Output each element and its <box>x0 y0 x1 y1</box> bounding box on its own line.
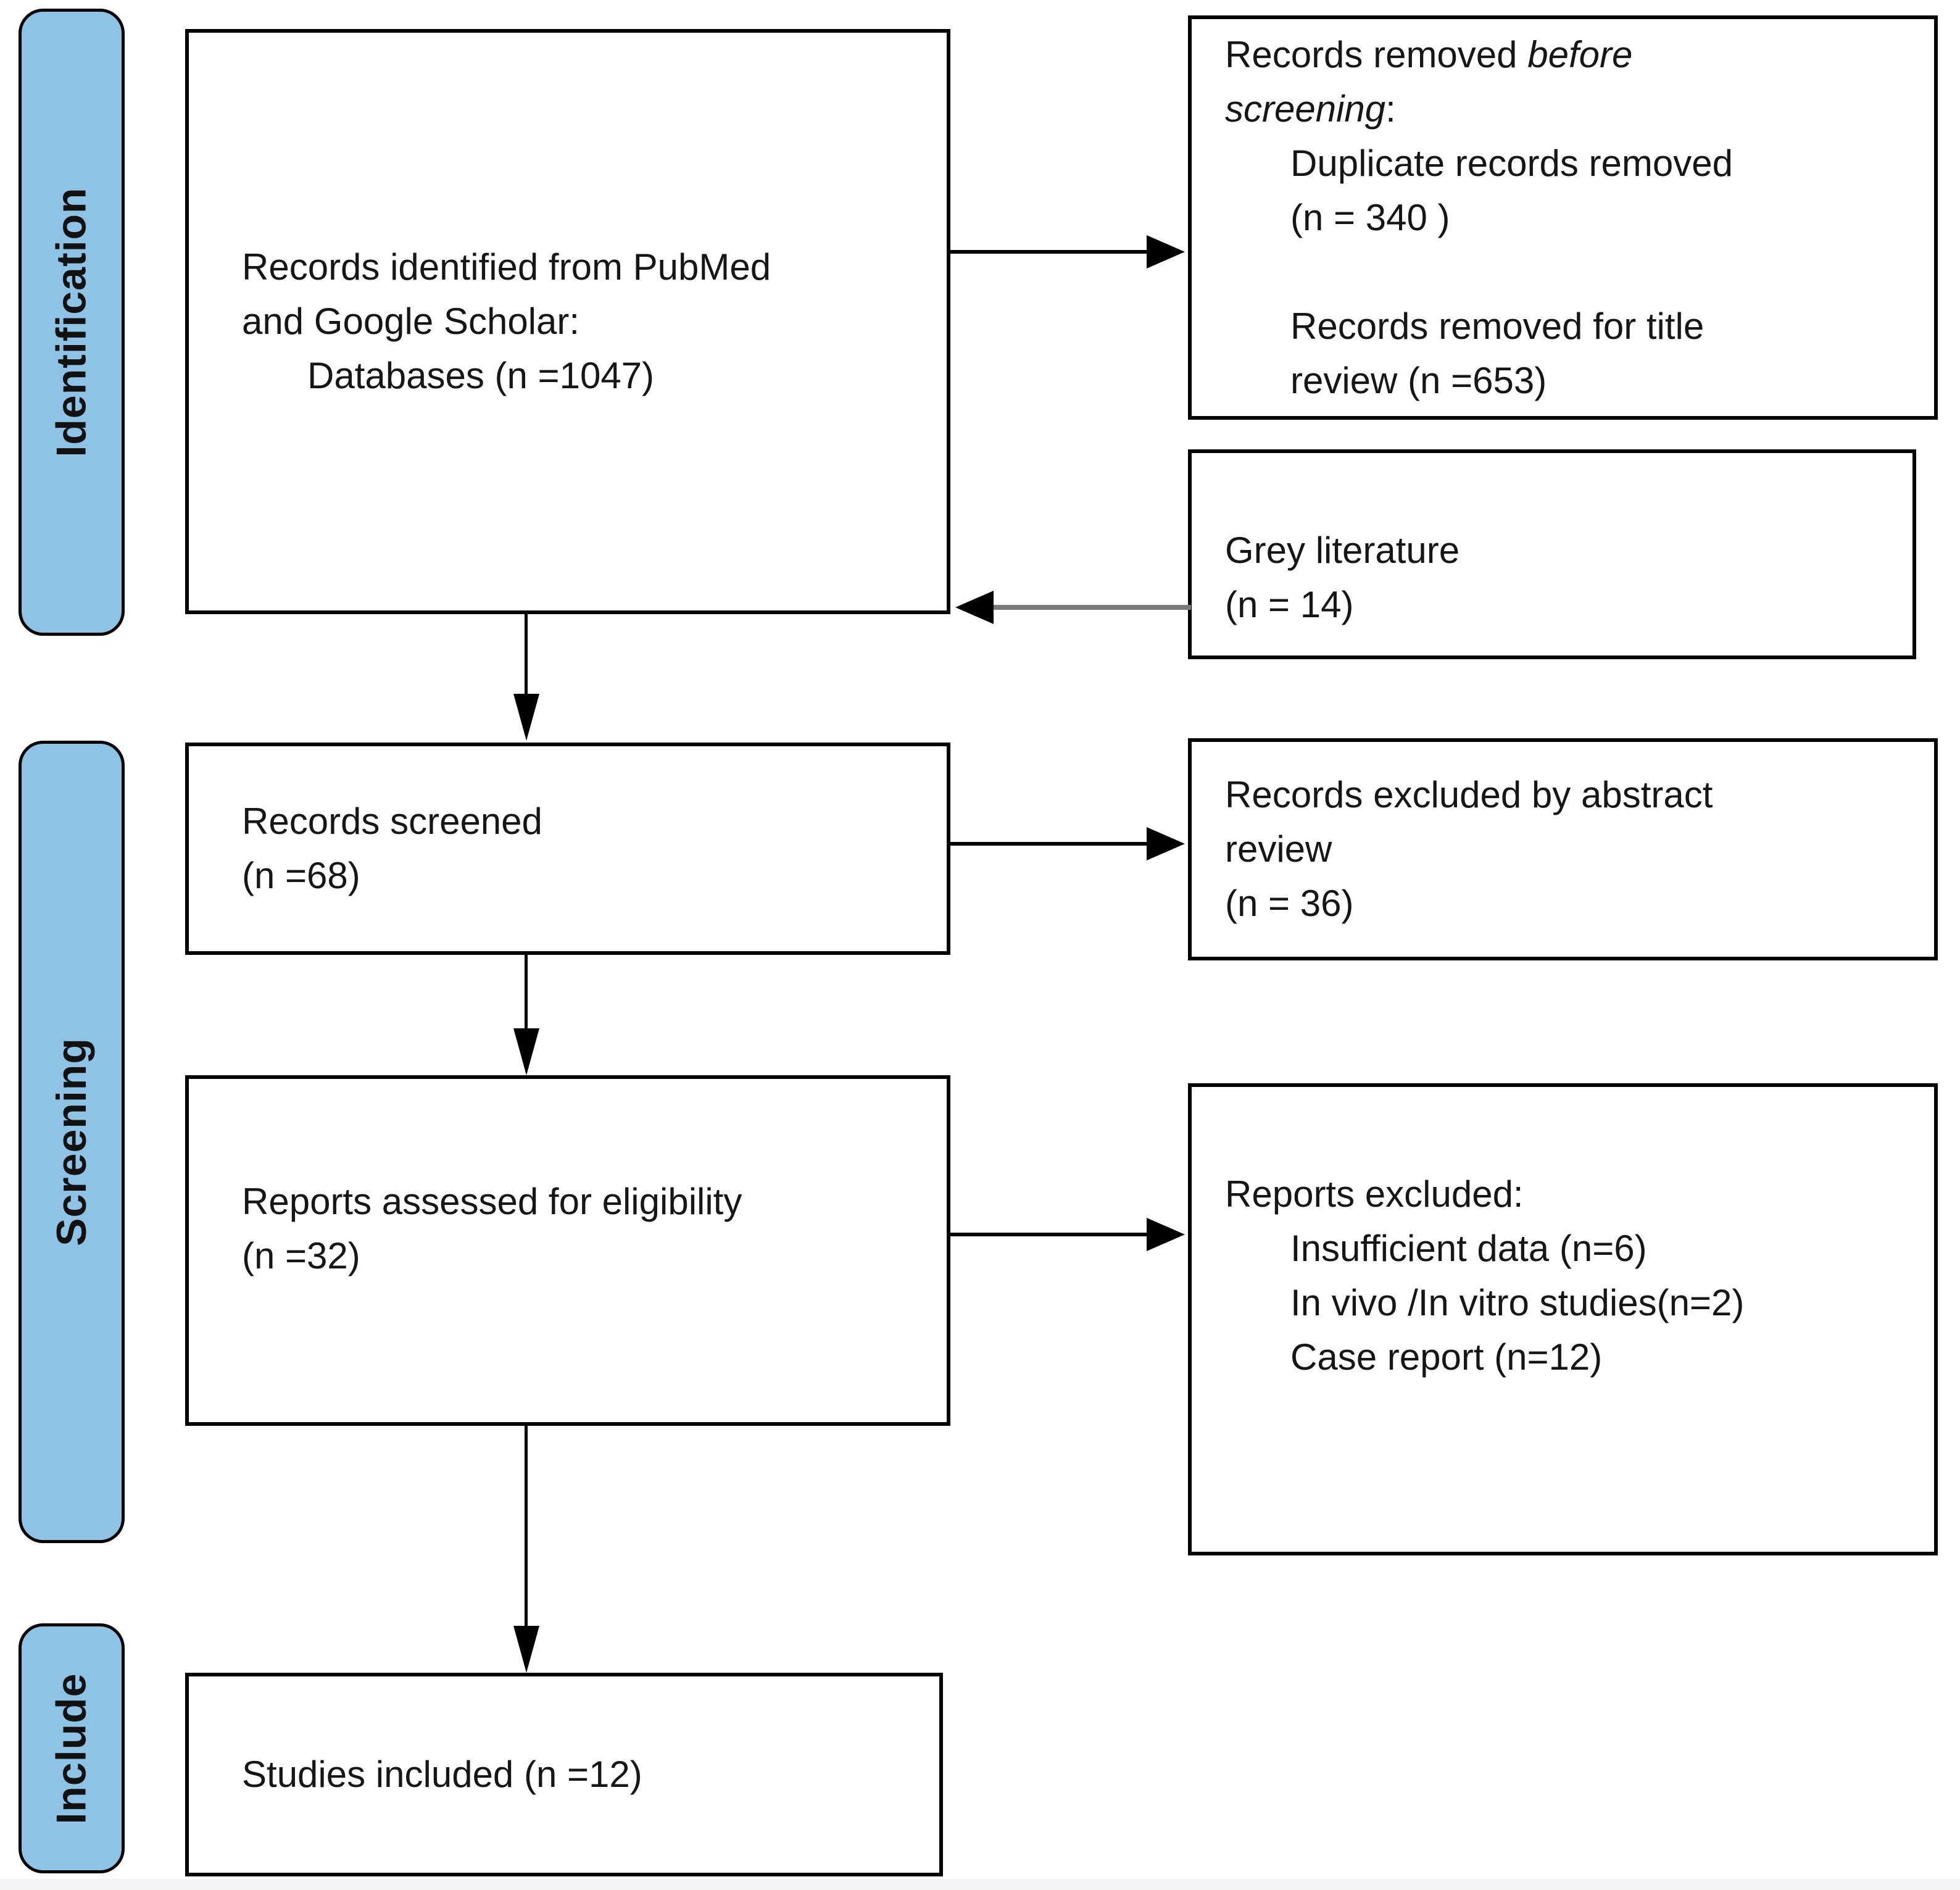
arrow-screened-to-excluded-head-icon <box>1147 827 1185 860</box>
arrow-assessed-to-reports-excluded-head-icon <box>1147 1218 1185 1251</box>
box-records-removed-before-screening: Records removed before screening: Duplic… <box>1188 15 1938 420</box>
records-identified-count: Databases (n =1047) <box>307 355 655 396</box>
records-removed-spacer <box>1290 245 1916 299</box>
sidebar-stage-include-label: Include <box>48 1672 96 1825</box>
arrow-identified-to-removed-head-icon <box>1147 235 1185 269</box>
box-records-excluded-abstract: Records excluded by abstract review (n =… <box>1188 738 1938 960</box>
reports-excluded-item-insufficient-data: Insufficient data (n=6) <box>1290 1228 1647 1269</box>
grey-literature-line-1: Grey literature <box>1225 530 1460 571</box>
arrow-assessed-to-included-line <box>525 1426 528 1630</box>
sidebar-stage-identification: Identification <box>19 9 125 636</box>
records-excluded-line-1: Records excluded by abstract <box>1225 774 1713 815</box>
box-records-identified: Records identified from PubMed and Googl… <box>185 29 950 614</box>
records-screened-line-1: Records screened <box>242 801 542 842</box>
reports-excluded-heading: Reports excluded: <box>1225 1173 1524 1215</box>
records-removed-title-italic-1: before <box>1527 33 1633 75</box>
arrow-grey-literature-to-identified-head-icon <box>955 591 994 624</box>
records-identified-line-1: Records identified from PubMed <box>242 246 771 288</box>
arrow-screened-to-assessed-line <box>525 955 528 1032</box>
arrow-screened-to-excluded-line <box>950 842 1154 846</box>
box-reports-excluded: Reports excluded: Insufficient data (n=6… <box>1188 1083 1938 1555</box>
box-reports-assessed: Reports assessed for eligibility (n =32) <box>185 1075 950 1426</box>
records-removed-item-title-review: Records removed for title <box>1290 305 1705 347</box>
sidebar-stage-include: Include <box>19 1623 125 1873</box>
arrow-grey-literature-to-identified-line <box>991 605 1191 610</box>
arrow-assessed-to-reports-excluded-line <box>950 1233 1154 1236</box>
sidebar-stage-identification-label: Identification <box>48 187 96 457</box>
records-removed-item-duplicates-count: (n = 340 ) <box>1290 196 1450 238</box>
reports-assessed-count: (n =32) <box>242 1235 360 1276</box>
records-excluded-count: (n = 36) <box>1225 883 1354 924</box>
records-excluded-line-2: review <box>1225 828 1332 870</box>
box-grey-literature: Grey literature (n = 14) <box>1188 449 1916 659</box>
arrow-identified-to-screened-line <box>525 614 528 697</box>
box-records-screened: Records screened (n =68) <box>185 743 950 955</box>
box-studies-included: Studies included (n =12) <box>185 1673 943 1876</box>
records-removed-item-title-review-count: review (n =653) <box>1290 359 1547 401</box>
records-removed-title-line-1: Records removed before <box>1225 28 1916 82</box>
records-removed-item-duplicates: Duplicate records removed <box>1290 142 1733 184</box>
arrow-identified-to-removed-line <box>950 250 1154 254</box>
grey-literature-count: (n = 14) <box>1225 584 1354 625</box>
records-removed-title-line-2: screening: <box>1225 82 1916 136</box>
reports-excluded-item-case-report: Case report (n=12) <box>1290 1336 1603 1378</box>
arrow-screened-to-assessed-head-icon <box>513 1028 539 1075</box>
records-removed-title-roman-2: : <box>1385 88 1396 130</box>
bottom-strip <box>0 1879 1960 1890</box>
sidebar-stage-screening: Screening <box>19 741 125 1543</box>
studies-included-line-1: Studies included (n =12) <box>242 1754 642 1795</box>
arrow-assessed-to-included-head-icon <box>513 1626 539 1673</box>
reports-excluded-item-invivo-invitro: In vivo /In vitro studies(n=2) <box>1290 1282 1745 1323</box>
arrow-identified-to-screened-head-icon <box>513 694 539 741</box>
reports-assessed-line-1: Reports assessed for eligibility <box>242 1181 742 1222</box>
records-removed-title-roman-1: Records removed <box>1225 33 1528 75</box>
sidebar-stage-screening-label: Screening <box>48 1038 95 1246</box>
records-removed-title-italic-2: screening <box>1225 88 1386 130</box>
records-identified-line-2: and Google Scholar: <box>242 301 580 342</box>
records-screened-count: (n =68) <box>242 855 360 896</box>
